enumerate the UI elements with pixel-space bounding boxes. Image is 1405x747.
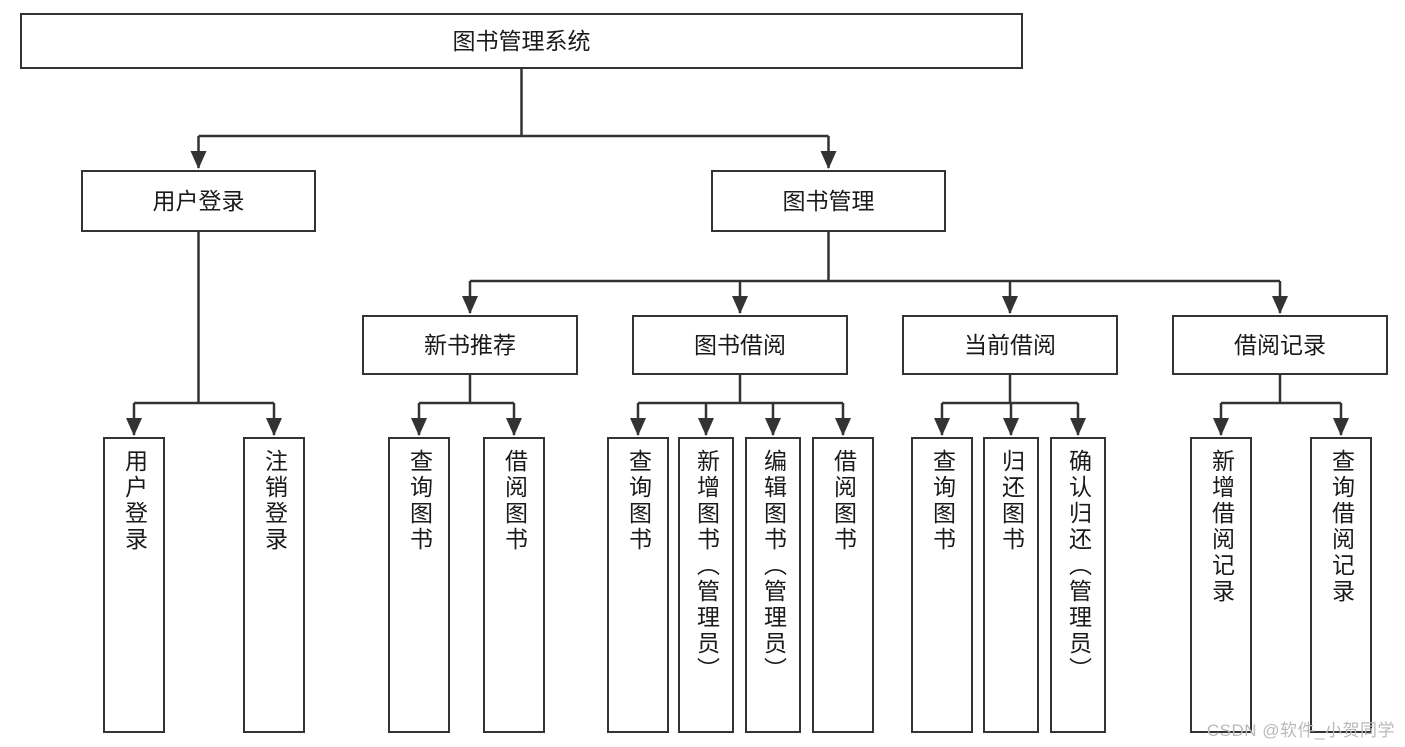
arrowhead-book-manage-1 xyxy=(732,296,748,314)
arrowhead-current-borrow-2 xyxy=(1070,418,1086,436)
arrowhead-new-book-recommend-1 xyxy=(506,418,522,436)
arrowhead-book-manage-3 xyxy=(1272,296,1288,314)
arrowhead-new-book-recommend-0 xyxy=(411,418,427,436)
node-book-manage-label: 图书管理 xyxy=(782,187,875,214)
node-leaf-logout-login-label: 注销登录 xyxy=(261,449,288,553)
node-book-borrow[interactable]: 图书借阅 xyxy=(632,315,848,375)
node-leaf-return-book-label: 归还图书 xyxy=(998,449,1025,553)
node-leaf-borrow-book-2-label: 借阅图书 xyxy=(830,449,857,553)
node-leaf-edit-book-admin-label: 编辑图书（管理员） xyxy=(760,449,787,683)
arrowhead-root-1 xyxy=(820,151,837,169)
arrowhead-borrow-record-0 xyxy=(1213,418,1229,436)
node-leaf-query-borrow-record-label: 查询借阅记录 xyxy=(1328,449,1355,605)
arrowhead-book-borrow-0 xyxy=(630,418,646,436)
arrowhead-book-manage-2 xyxy=(1002,296,1018,314)
node-leaf-query-book-1[interactable]: 查询图书 xyxy=(388,437,450,733)
arrowhead-current-borrow-0 xyxy=(934,418,950,436)
node-leaf-confirm-return-admin-label: 确认归还（管理员） xyxy=(1065,449,1092,683)
node-leaf-query-book-3[interactable]: 查询图书 xyxy=(911,437,973,733)
node-book-manage[interactable]: 图书管理 xyxy=(711,170,946,232)
node-current-borrow[interactable]: 当前借阅 xyxy=(902,315,1118,375)
node-leaf-query-book-1-label: 查询图书 xyxy=(406,449,433,553)
arrowhead-current-borrow-1 xyxy=(1003,418,1019,436)
node-leaf-confirm-return-admin[interactable]: 确认归还（管理员） xyxy=(1050,437,1106,733)
node-leaf-query-book-2-label: 查询图书 xyxy=(625,449,652,553)
node-book-borrow-label: 图书借阅 xyxy=(694,331,786,358)
node-leaf-add-borrow-record[interactable]: 新增借阅记录 xyxy=(1190,437,1252,733)
node-new-book-recommend[interactable]: 新书推荐 xyxy=(362,315,578,375)
node-leaf-return-book[interactable]: 归还图书 xyxy=(983,437,1039,733)
node-leaf-logout-login[interactable]: 注销登录 xyxy=(243,437,305,733)
node-leaf-add-book-admin[interactable]: 新增图书（管理员） xyxy=(678,437,734,733)
arrowhead-book-manage-0 xyxy=(462,296,478,314)
arrowhead-borrow-record-1 xyxy=(1333,418,1349,436)
node-user-login-label: 用户登录 xyxy=(152,187,245,214)
node-root-label: 图书管理系统 xyxy=(452,27,591,54)
node-leaf-query-book-3-label: 查询图书 xyxy=(929,449,956,553)
node-root[interactable]: 图书管理系统 xyxy=(20,13,1023,69)
arrowhead-user-login-0 xyxy=(126,418,142,436)
arrowhead-root-0 xyxy=(190,151,207,169)
node-user-login[interactable]: 用户登录 xyxy=(81,170,316,232)
arrowhead-user-login-1 xyxy=(266,418,282,436)
node-leaf-borrow-book-1[interactable]: 借阅图书 xyxy=(483,437,545,733)
node-leaf-user-login[interactable]: 用户登录 xyxy=(103,437,165,733)
node-borrow-record[interactable]: 借阅记录 xyxy=(1172,315,1388,375)
node-leaf-add-book-admin-label: 新增图书（管理员） xyxy=(693,449,720,683)
node-leaf-borrow-book-1-label: 借阅图书 xyxy=(501,449,528,553)
node-current-borrow-label: 当前借阅 xyxy=(964,331,1056,358)
arrowhead-book-borrow-2 xyxy=(765,418,781,436)
node-leaf-user-login-label: 用户登录 xyxy=(121,449,148,553)
node-borrow-record-label: 借阅记录 xyxy=(1234,331,1326,358)
watermark: CSDN @软件_小贺同学 xyxy=(1206,721,1395,740)
node-new-book-recommend-label: 新书推荐 xyxy=(424,331,516,358)
node-leaf-edit-book-admin[interactable]: 编辑图书（管理员） xyxy=(745,437,801,733)
node-leaf-borrow-book-2[interactable]: 借阅图书 xyxy=(812,437,874,733)
node-leaf-query-borrow-record[interactable]: 查询借阅记录 xyxy=(1310,437,1372,733)
arrowhead-book-borrow-1 xyxy=(698,418,714,436)
node-leaf-add-borrow-record-label: 新增借阅记录 xyxy=(1208,449,1235,605)
node-leaf-query-book-2[interactable]: 查询图书 xyxy=(607,437,669,733)
arrowhead-book-borrow-3 xyxy=(835,418,851,436)
